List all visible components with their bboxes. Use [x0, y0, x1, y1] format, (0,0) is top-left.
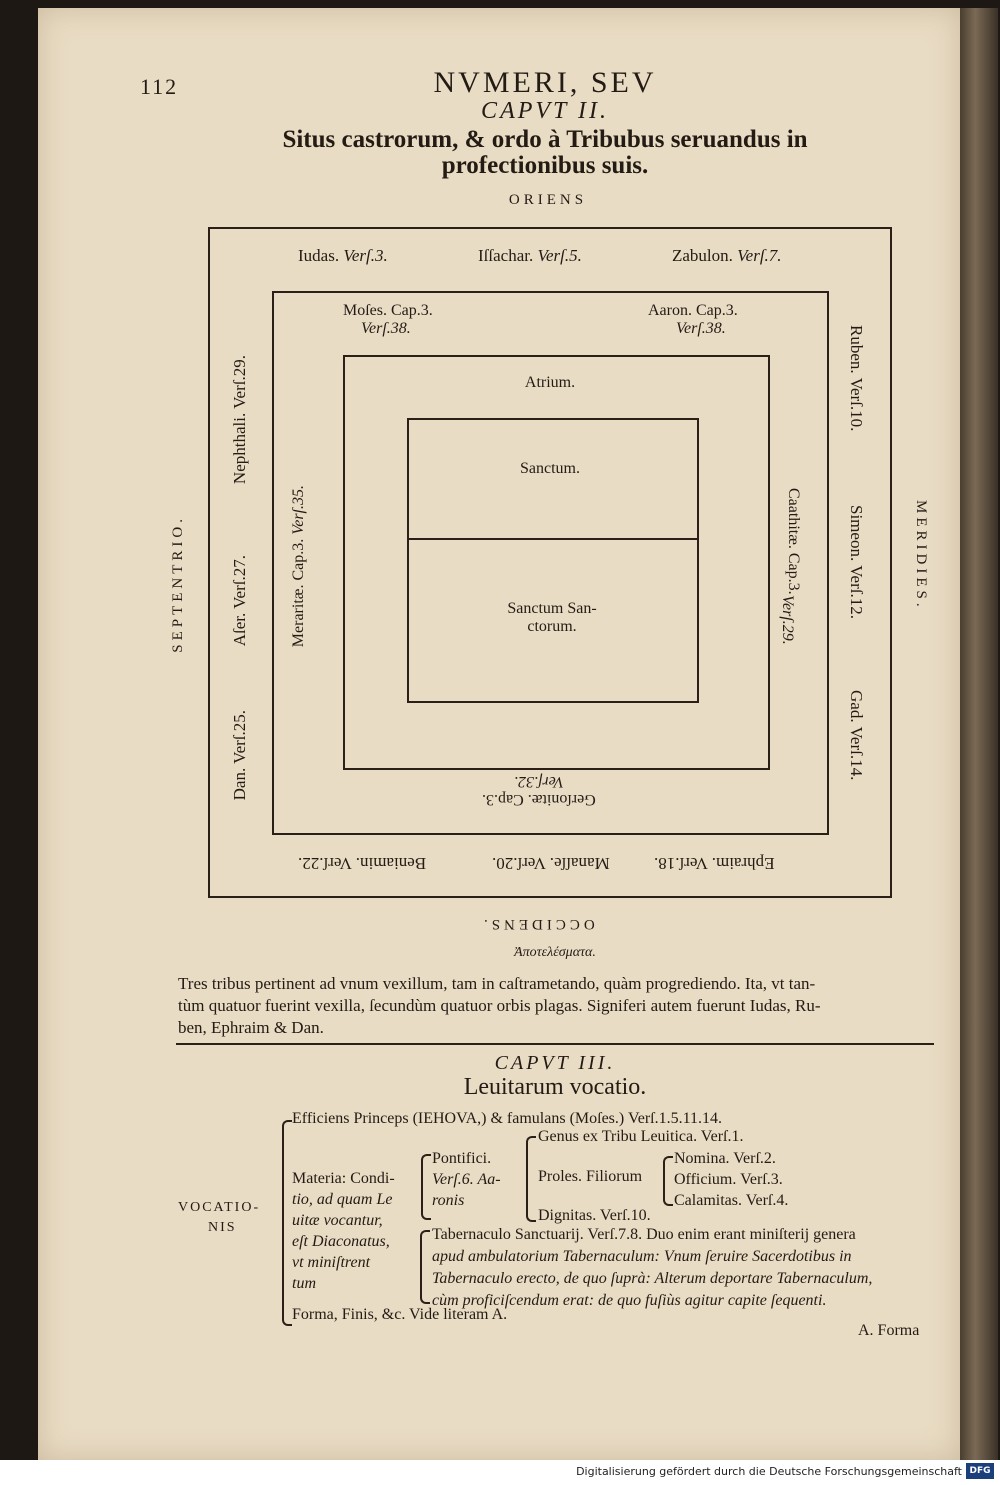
outline-tabernaculo: Tabernaculo Sanctuarij. Verſ.7.8. Duo en… — [432, 1226, 873, 1309]
outline-proles: Proles. Filiorum — [538, 1168, 643, 1185]
levites-box — [272, 291, 829, 835]
label-atrium: Atrium. — [524, 374, 576, 391]
outline-materia: Materia: Condi- tio, ad quam Le uitæ voc… — [292, 1170, 395, 1292]
tribe-aser: Aſer. Verſ.27. — [230, 555, 249, 647]
book-page — [38, 8, 960, 1460]
veil-line — [407, 538, 697, 540]
label-septentrio: SEPTENTRIO. — [170, 515, 186, 653]
chapter-iii-heading: CAPVT III. — [494, 1052, 616, 1074]
brace-proles — [663, 1156, 673, 1206]
label-oriens: ORIENS — [508, 192, 588, 208]
label-sanctum-sanctorum: Sanctum San- ctorum. — [507, 600, 597, 635]
section-rule — [176, 1043, 934, 1045]
chapter-ii-heading: CAPVT II. — [481, 98, 609, 124]
tabernacle-box — [407, 418, 699, 703]
tribe-manasse: Manaſſe. Verſ.20. — [492, 854, 610, 873]
levite-meraritae: Meraritæ. Cap.3. Verſ.35. — [290, 485, 307, 648]
tribe-beniamin: Beniamin. Verſ.22. — [298, 854, 427, 873]
page-number: 112 — [140, 74, 179, 99]
tribe-ephraim: Ephraim. Verſ.18. — [654, 854, 775, 873]
tribe-iudas: Iudas. Verſ.3. — [298, 246, 388, 265]
outer-camp-box — [208, 227, 892, 898]
footer-band — [0, 1460, 1000, 1485]
tribe-nephthali: Nephthali. Verſ.29. — [230, 355, 249, 485]
outline-pontifici: Pontifici. Verſ.6. Aa- ronis — [432, 1150, 501, 1209]
book-edge — [960, 8, 998, 1460]
label-occidens: OCCIDENS. — [480, 916, 595, 932]
outline-root-vocationis: VOCATIO- NIS — [178, 1200, 261, 1235]
outline-genus: Genus ex Tribu Leuitica. Verſ.1. — [538, 1128, 744, 1145]
tribe-simeon: Simeon. Verſ.12. — [847, 505, 866, 619]
tribe-dan: Dan. Verſ.25. — [230, 710, 249, 801]
label-sanctum: Sanctum. — [520, 460, 580, 477]
footer-credit: Digitalisierung gefördert durch die Deut… — [576, 1465, 962, 1478]
outline-forma: Forma, Finis, &c. Vide literam A. — [292, 1306, 508, 1323]
tribe-gad: Gad. Verſ.14. — [847, 690, 866, 781]
chapter-ii-title-line2: profectionibus suis. — [441, 152, 649, 179]
tribe-issachar: Iſſachar. Verſ.5. — [478, 246, 582, 265]
outline-filiorum: Nomina. Verſ.2. Officium. Verſ.3. Calami… — [674, 1150, 789, 1209]
brace-pontifici — [421, 1154, 431, 1220]
outline-dignitas: Dignitas. Verſ.10. — [538, 1207, 651, 1224]
catchword: A. Forma — [858, 1322, 920, 1339]
apotelesma-text: Tres tribus pertinent ad vnum vexillum, … — [178, 974, 821, 1037]
tribe-zabulon: Zabulon. Verſ.7. — [672, 246, 782, 265]
outline-efficiens: Efficiens Princeps (IEHOVA,) & famulans … — [292, 1110, 722, 1127]
chapter-iii-title: Leuitarum vocatio. — [463, 1074, 647, 1100]
apotelesma-heading: Ἀποτελέσματα. — [514, 945, 596, 960]
label-meridies: MERIDIES. — [913, 500, 929, 611]
chapter-ii-title-line1: Situs castrorum, & ordo à Tribubus serua… — [282, 126, 808, 153]
brace-levitica — [526, 1136, 536, 1222]
running-head: NVMERI, SEV — [433, 66, 657, 99]
levite-aaron: Aaron. Cap.3. Verſ.38. — [648, 302, 738, 337]
atrium-box — [343, 355, 770, 770]
levite-moses: Moſes. Cap.3. Verſ.38. — [343, 302, 433, 337]
brace-main — [282, 1120, 292, 1326]
levite-gersonitae: Gerſonitæ. Cap.3. Verſ.32. — [482, 773, 596, 808]
brace-tabernaculo — [420, 1230, 430, 1304]
levite-caathitae: Caathitæ. Cap.3. Verſ.29. — [779, 488, 802, 645]
tribe-ruben: Ruben. Verſ.10. — [847, 325, 866, 432]
dfg-logo: DFG — [966, 1463, 994, 1479]
